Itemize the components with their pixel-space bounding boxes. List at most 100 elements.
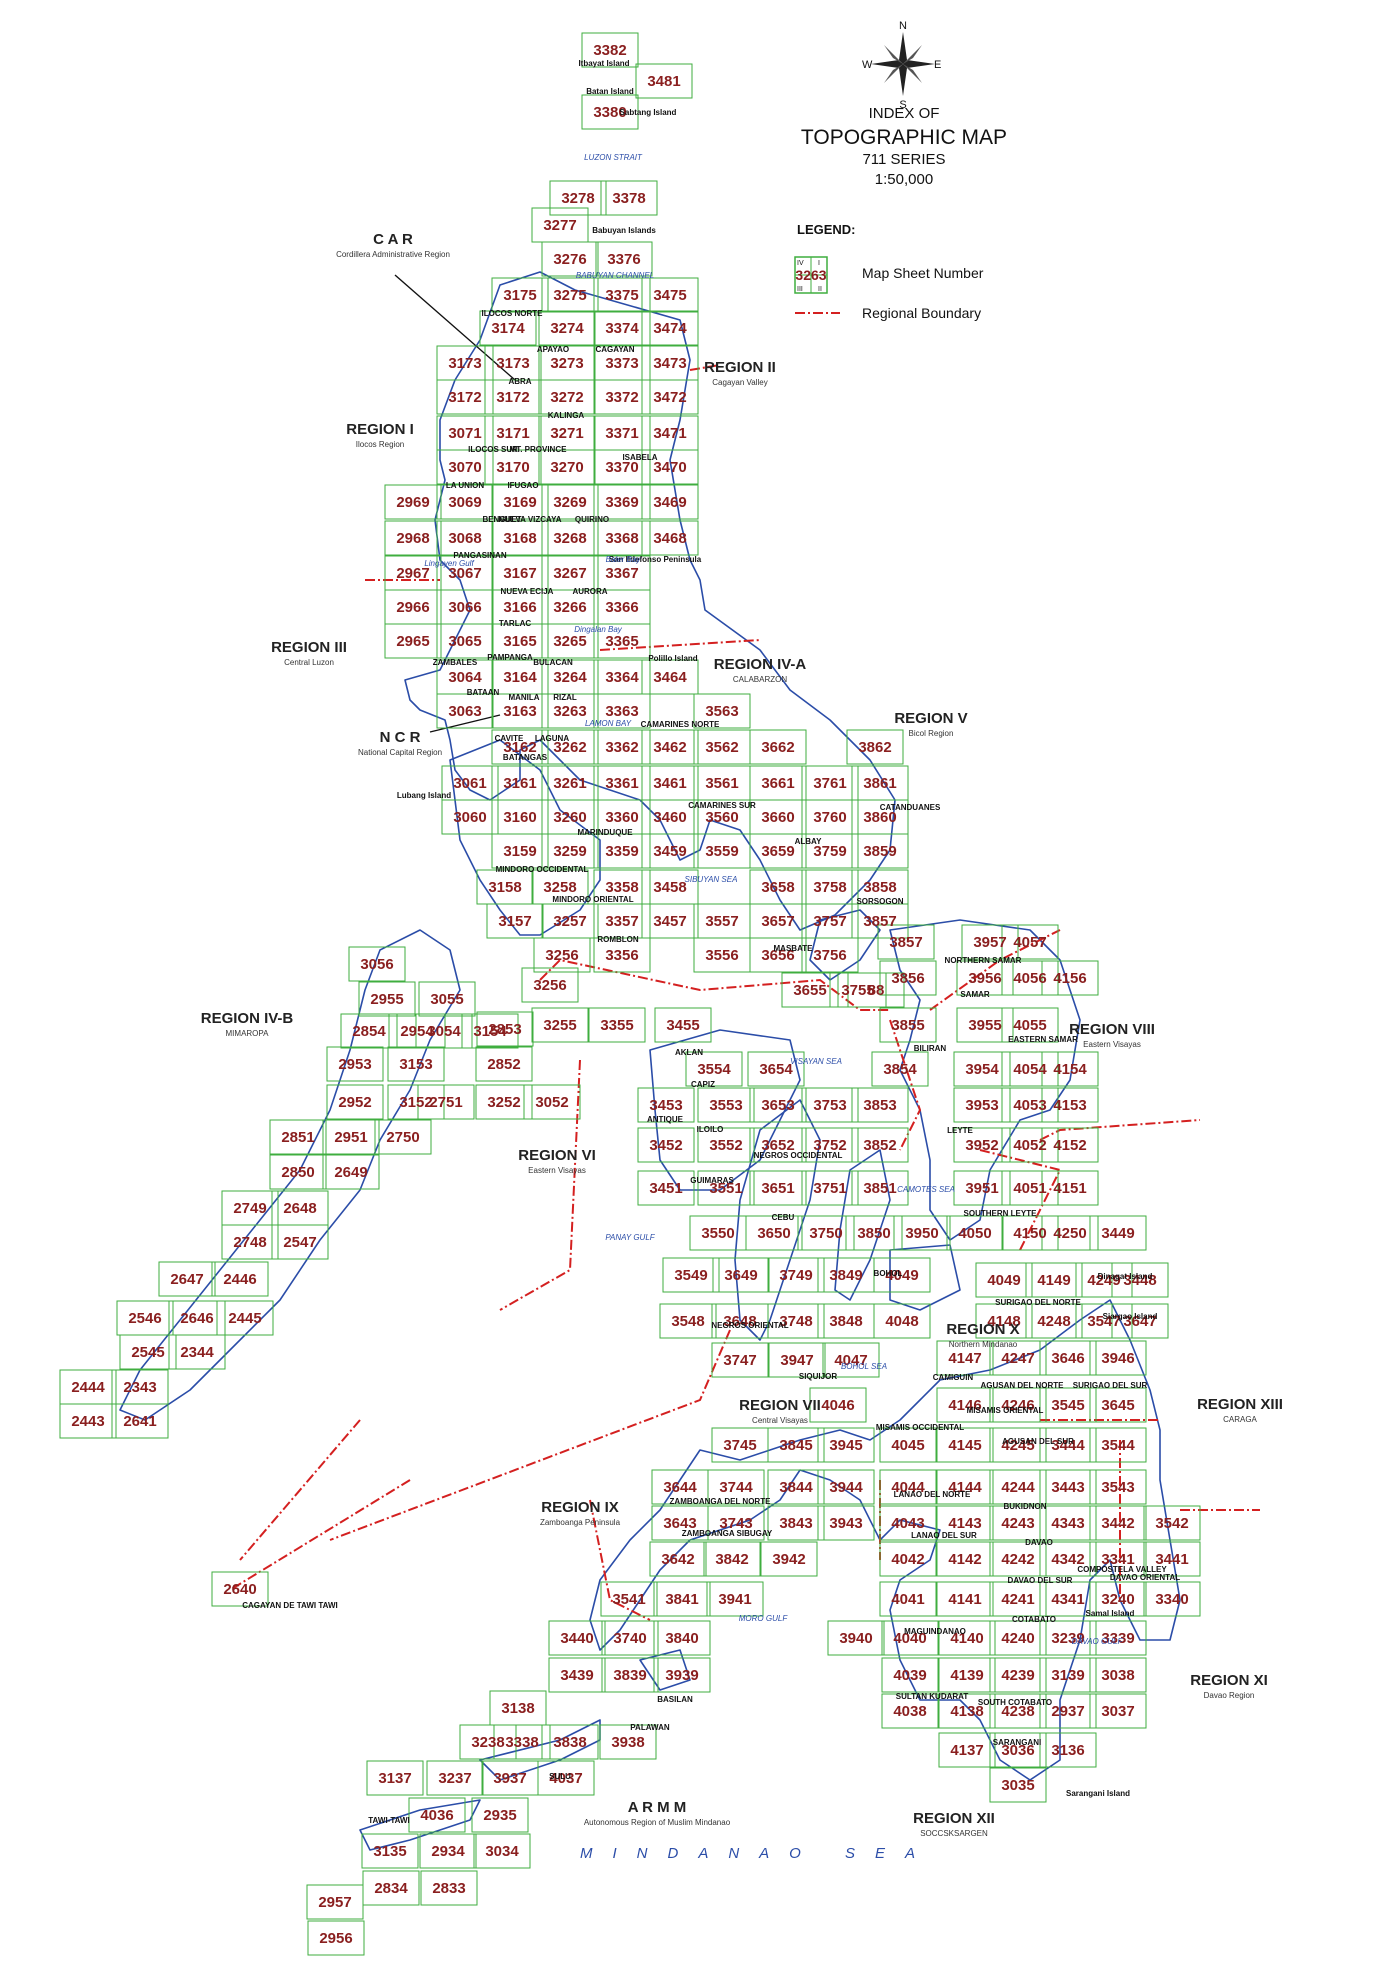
map-sheet-cell <box>697 1127 755 1163</box>
map-sheet-cell <box>1039 1427 1097 1463</box>
map-sheet-number: 3369 <box>605 494 638 511</box>
map-sheet-number: 3136 <box>1051 1742 1084 1759</box>
place-label: MINDORO ORIENTAL <box>552 895 633 904</box>
map-sheet-number: 3556 <box>705 947 738 964</box>
map-sheet-cell <box>1089 1469 1147 1505</box>
map-sheet-number: 3839 <box>613 1667 646 1684</box>
map-sheet-cell <box>745 1215 803 1251</box>
map-sheet-number: 3441 <box>1155 1551 1188 1568</box>
place-label: BATAAN <box>467 688 500 697</box>
palawan-outline <box>119 929 461 1421</box>
map-sheet-number: 3271 <box>550 425 583 442</box>
map-sheet-number: 3451 <box>649 1180 682 1197</box>
map-sheet-number: 3752 <box>813 1137 846 1154</box>
map-sheet-cell <box>1089 1387 1147 1423</box>
map-sheet-cell <box>1089 1427 1147 1463</box>
map-sheet-number: 3175 <box>503 287 536 304</box>
region-subtitle: Eastern Visayas <box>528 1166 586 1175</box>
map-sheet-number: 4053 <box>1013 1097 1046 1114</box>
map-sheet-number: 4246 <box>1001 1397 1034 1414</box>
map-sheet-cell <box>989 1469 1047 1505</box>
map-sheet-cell <box>989 1657 1047 1693</box>
map-sheet-cell <box>989 1387 1047 1423</box>
map-sheet-number: 2952 <box>338 1094 371 1111</box>
place-label: SIQUIJOR <box>799 1372 837 1381</box>
map-sheet-number: 3170 <box>496 459 529 476</box>
map-sheet-number: 2955 <box>370 991 403 1008</box>
map-sheet-cell <box>946 1215 1004 1251</box>
map-sheet-number: 3550 <box>701 1225 734 1242</box>
place-label: Samal Island <box>1086 1609 1135 1618</box>
map-sheet-number: 3747 <box>723 1352 756 1369</box>
place-label: SURIGAO DEL SUR <box>1073 1381 1148 1390</box>
map-sheet-number: 3745 <box>723 1437 756 1454</box>
map-sheet-number: 3056 <box>360 956 393 973</box>
place-label: BATANGAS <box>503 753 548 762</box>
place-label: Batan Island <box>586 87 634 96</box>
map-sheet-number: 3442 <box>1101 1515 1134 1532</box>
map-sheet-number: 2446 <box>223 1271 256 1288</box>
map-sheet-number: 4141 <box>948 1591 981 1608</box>
map-sheet-cell <box>408 1797 466 1833</box>
map-sheet-number: 3748 <box>779 1313 812 1330</box>
map-sheet-cell <box>436 484 494 520</box>
map-sheet-cell <box>641 379 699 415</box>
map-title: INDEX OF TOPOGRAPHIC MAP 711 SERIES 1:50… <box>801 105 1007 188</box>
map-sheet-cell <box>989 1620 1047 1656</box>
water-label: MORO GULF <box>739 1614 789 1623</box>
map-sheet-number: 2967 <box>396 565 429 582</box>
map-sheet-number: 3761 <box>813 775 846 792</box>
map-sheet-number: 3457 <box>653 913 686 930</box>
map-sheet-cell <box>989 1541 1047 1577</box>
map-sheet-cell <box>851 903 909 939</box>
map-sheet-cell <box>760 1541 818 1577</box>
car-pointer-line <box>394 274 516 381</box>
place-label: NORTHERN SAMAR <box>945 956 1022 965</box>
map-sheet-cell <box>593 484 651 520</box>
place-label: Dinagat Island <box>1098 1272 1153 1281</box>
map-sheet-cell <box>593 937 651 973</box>
map-sheet-number: 4054 <box>1013 1061 1047 1078</box>
map-sheet-number: 3751 <box>813 1180 846 1197</box>
place-label: MISAMIS ORIENTAL <box>967 1406 1044 1415</box>
map-sheet-cell <box>441 799 499 835</box>
region-subtitle: CALABARZON <box>733 675 787 684</box>
water-label: LAMON BAY <box>585 719 632 728</box>
map-sheet-number: 3481 <box>647 73 680 90</box>
map-sheet-cell <box>956 1007 1014 1043</box>
place-label: Itbayat Island <box>578 59 629 68</box>
map-sheet-number: 3277 <box>543 217 576 234</box>
map-sheet-number: 3549 <box>674 1267 707 1284</box>
map-sheet-cell <box>1075 1303 1133 1339</box>
place-label: KALINGA <box>548 411 585 420</box>
map-sheet-number: 3554 <box>697 1061 731 1078</box>
map-sheet-number: 3858 <box>863 879 896 896</box>
map-sheet-cell <box>801 833 859 869</box>
map-sheet-cell <box>322 1154 380 1190</box>
map-sheet-number: 3649 <box>724 1267 757 1284</box>
map-sheet-number: 3646 <box>1051 1350 1084 1367</box>
place-label: PALAWAN <box>630 1723 670 1732</box>
map-sheet-number: 4240 <box>1001 1630 1034 1647</box>
map-sheet-number: 3845 <box>779 1437 812 1454</box>
map-sheet-cell <box>366 1760 424 1796</box>
map-sheet-cell <box>417 1084 475 1120</box>
map-sheet-cell <box>989 1767 1047 1803</box>
map-sheet-number: 3952 <box>965 1137 998 1154</box>
map-sheet-number: 4137 <box>950 1742 983 1759</box>
map-sheet-number: 3838 <box>553 1734 586 1751</box>
map-sheet-number: 3657 <box>761 913 794 930</box>
map-sheet-number: 2343 <box>123 1379 156 1396</box>
map-sheet-cell <box>593 729 651 765</box>
map-sheet-cell <box>600 180 658 216</box>
map-sheet-cell <box>588 1007 646 1043</box>
map-sheet-cell <box>659 1303 717 1339</box>
map-sheet-cell <box>491 693 549 729</box>
map-sheet-cell <box>822 1342 880 1378</box>
map-sheet-cell <box>475 1084 533 1120</box>
map-sheet-cell <box>697 1087 755 1123</box>
map-sheet-cell <box>641 277 699 313</box>
map-sheet-cell <box>1041 960 1099 996</box>
map-sheet-number: 2546 <box>128 1310 161 1327</box>
map-sheet-cell <box>1001 1007 1059 1043</box>
